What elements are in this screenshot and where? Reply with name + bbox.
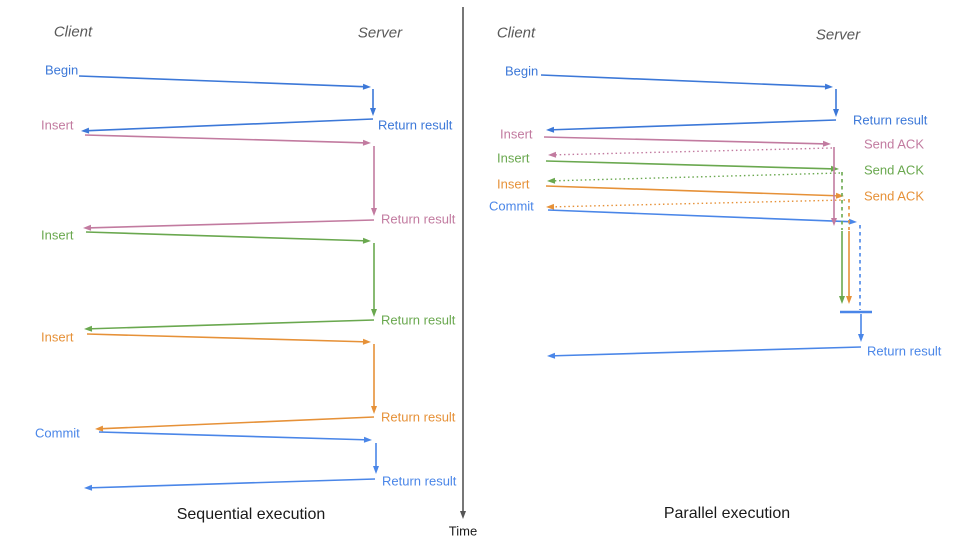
- insert3-processing-line-head: [846, 296, 852, 304]
- begin-request-arrow-head: [362, 83, 371, 90]
- commit-request-arrow: [98, 431, 369, 441]
- begin-request-arrow-head: [824, 83, 833, 90]
- commit-request-arrow-head: [848, 218, 857, 225]
- begin-request-arrow: [540, 74, 830, 88]
- insert2-processing-line-head: [839, 296, 845, 304]
- insert3-request-arrow-head: [362, 338, 371, 345]
- commit-return-arrow: [87, 478, 376, 489]
- insert1-processing-line-head: [371, 208, 377, 216]
- begin-return-arrow-head: [546, 126, 555, 133]
- commit-processing-line-head: [373, 466, 379, 474]
- commit-return-arrow-head: [547, 352, 556, 359]
- insert2-ack-arrow-head: [547, 177, 556, 184]
- insert3-return-arrow-head: [95, 425, 104, 432]
- insert1-processing-line-head: [831, 218, 837, 226]
- begin-return-arrow: [84, 118, 374, 132]
- begin-return-arrow-head: [81, 127, 90, 134]
- insert1-request-arrow-head: [822, 140, 831, 147]
- insert3-ack-arrow-head: [546, 203, 555, 210]
- insert2-return-arrow-head: [84, 325, 93, 332]
- begin-return-arrow: [549, 119, 837, 131]
- insert1-return-arrow-head: [83, 224, 92, 231]
- insert3-processing-line-head: [371, 406, 377, 414]
- insert3-request-arrow: [86, 333, 368, 343]
- commit-return-arrow: [550, 346, 862, 357]
- insert3-ack-arrow: [549, 199, 846, 208]
- insert1-return-arrow: [86, 219, 375, 229]
- commit-request-arrow-head: [363, 436, 372, 443]
- insert1-request-arrow: [543, 136, 828, 145]
- insert2-request-arrow: [545, 160, 836, 170]
- begin-processing-line-head: [370, 108, 376, 116]
- insert2-ack-arrow: [550, 172, 841, 182]
- insert1-request-arrow: [84, 134, 368, 144]
- insert2-return-arrow: [87, 319, 375, 330]
- insert2-processing-line-head: [371, 309, 377, 317]
- commit-return-arrow-head: [84, 484, 93, 491]
- insert2-request-arrow-head: [830, 165, 839, 172]
- insert2-request-arrow: [85, 231, 368, 242]
- insert3-request-arrow-head: [835, 192, 844, 199]
- insert1-request-arrow-head: [362, 139, 371, 146]
- insert1-ack-arrow-head: [548, 151, 557, 158]
- commit-processing-line-head: [858, 334, 864, 342]
- begin-processing-line-head: [833, 109, 839, 117]
- insert3-return-arrow: [98, 416, 375, 430]
- begin-request-arrow: [78, 75, 368, 88]
- time-axis-head: [460, 511, 466, 519]
- insert1-ack-arrow: [551, 147, 833, 156]
- insert3-request-arrow: [545, 185, 841, 197]
- insert2-request-arrow-head: [362, 237, 371, 244]
- commit-request-arrow: [547, 209, 854, 223]
